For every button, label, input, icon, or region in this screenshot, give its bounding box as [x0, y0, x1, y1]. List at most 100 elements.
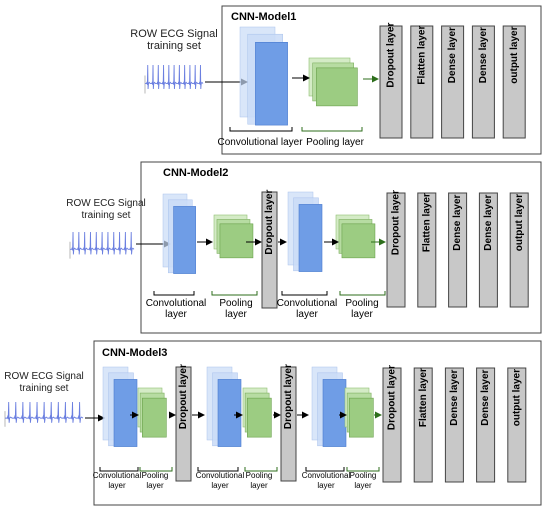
conv-brace [197, 467, 239, 472]
pool-label: Pooling [345, 298, 378, 309]
conv-label: Convolutional [93, 471, 142, 480]
flatten-layer: Flatten layer [410, 25, 434, 139]
dense-layer-label: Dense layer [478, 27, 489, 83]
conv-brace [99, 467, 139, 472]
conv-label: Convolutional [196, 471, 245, 480]
dropout-layer: Dropout layer [175, 364, 192, 482]
pool-brace [339, 291, 386, 296]
pool-label: layer [250, 481, 268, 490]
pool-brace [301, 127, 363, 132]
conv-label: layer [211, 481, 229, 490]
signal-label: training set [20, 383, 69, 394]
dropout-layer-label: Dropout layer [178, 364, 189, 429]
pool-label: layer [146, 481, 164, 490]
dropout-layer: Dropout layer [280, 364, 297, 482]
conv-label: layer [108, 481, 126, 490]
flatten-layer: Flatten layer [413, 367, 433, 483]
ecg-signal-icon [69, 231, 135, 259]
conv-label: layer [317, 481, 335, 490]
dropout-layer-label: Dropout layer [283, 364, 294, 429]
pool-brace [346, 467, 380, 472]
pool-brace [244, 467, 278, 472]
pooling-layer [137, 387, 167, 438]
conv-label: layer [296, 309, 318, 320]
output-layer-label: output layer [511, 369, 522, 426]
conv-label: layer [165, 309, 187, 320]
conv-brace [305, 467, 345, 472]
pool-label: Pooling [219, 298, 252, 309]
conv-brace [153, 291, 195, 296]
dense-layer: Dense layer [441, 25, 465, 139]
convolutional-layer [206, 366, 242, 447]
convolutional-layer [102, 366, 138, 447]
panel-title: CNN-Model2 [163, 167, 228, 179]
signal-label: training set [147, 40, 201, 52]
pooling-layer [213, 214, 254, 259]
dense-layer-label: Dense layer [480, 369, 491, 425]
conv-brace [229, 127, 293, 132]
output-layer-label: output layer [514, 194, 525, 251]
pooling-layer [308, 57, 358, 107]
dense-layer: Dense layer [478, 192, 498, 308]
convolutional-layer [287, 191, 323, 272]
dense-layer-label: Dense layer [452, 194, 463, 250]
flatten-layer-label: Flatten layer [418, 368, 429, 427]
conv-label: Convolutional [146, 298, 207, 309]
signal-label: training set [82, 210, 131, 221]
dense-layer: Dense layer [444, 367, 464, 483]
dropout-layer-label: Dropout layer [386, 23, 397, 88]
flatten-layer-label: Flatten layer [421, 193, 432, 252]
dense-layer: Dense layer [448, 192, 468, 308]
dense-layer: Dense layer [476, 367, 496, 483]
dense-layer: Dense layer [471, 25, 495, 139]
signal-label: ROW ECG Signal [66, 198, 145, 209]
dense-layer-label: Dense layer [483, 194, 494, 250]
pooling-layer [335, 214, 376, 259]
pooling-layer [242, 387, 272, 438]
pool-label: Pooling [246, 471, 273, 480]
convolutional-layer [311, 366, 347, 447]
dropout-layer: Dropout layer [261, 190, 278, 309]
dropout-layer: Dropout layer [386, 190, 406, 308]
output-layer: output layer [509, 192, 529, 308]
ecg-signal-icon [4, 401, 84, 427]
dropout-layer-label: Dropout layer [264, 190, 275, 255]
dropout-layer: Dropout layer [382, 365, 402, 483]
final-layers: Dropout layer Flatten layer Dense layer Den… [382, 365, 527, 483]
pool-brace [211, 291, 258, 296]
pool-label: Pooling layer [306, 137, 364, 148]
pool-label: layer [225, 309, 247, 320]
pooling-layer [344, 387, 374, 438]
signal-label: ROW ECG Signal [4, 371, 83, 382]
pool-label: Pooling [350, 471, 377, 480]
convolutional-layer [239, 26, 288, 126]
output-layer: output layer [507, 367, 527, 483]
dense-layer-label: Dense layer [449, 369, 460, 425]
signal-label: ROW ECG Signal [130, 28, 217, 40]
pool-label: Pooling [142, 471, 169, 480]
pool-label: layer [351, 309, 373, 320]
pool-label: layer [354, 481, 372, 490]
conv-label: Convolutional layer [217, 137, 303, 148]
panel-title: CNN-Model1 [231, 11, 296, 23]
output-layer-label: output layer [509, 26, 520, 83]
conv-label: Convolutional [277, 298, 338, 309]
conv-label: Convolutional [302, 471, 351, 480]
dropout-layer-label: Dropout layer [391, 190, 402, 255]
flatten-layer: Flatten layer [417, 192, 437, 308]
pool-brace [139, 467, 173, 472]
final-layers: Dropout layer Flatten layer Dense layer Den… [386, 190, 529, 308]
dropout-layer-label: Dropout layer [387, 365, 398, 430]
ecg-signal-icon [144, 64, 204, 94]
convolutional-layer [162, 193, 196, 274]
flatten-layer-label: Flatten layer [416, 26, 427, 85]
